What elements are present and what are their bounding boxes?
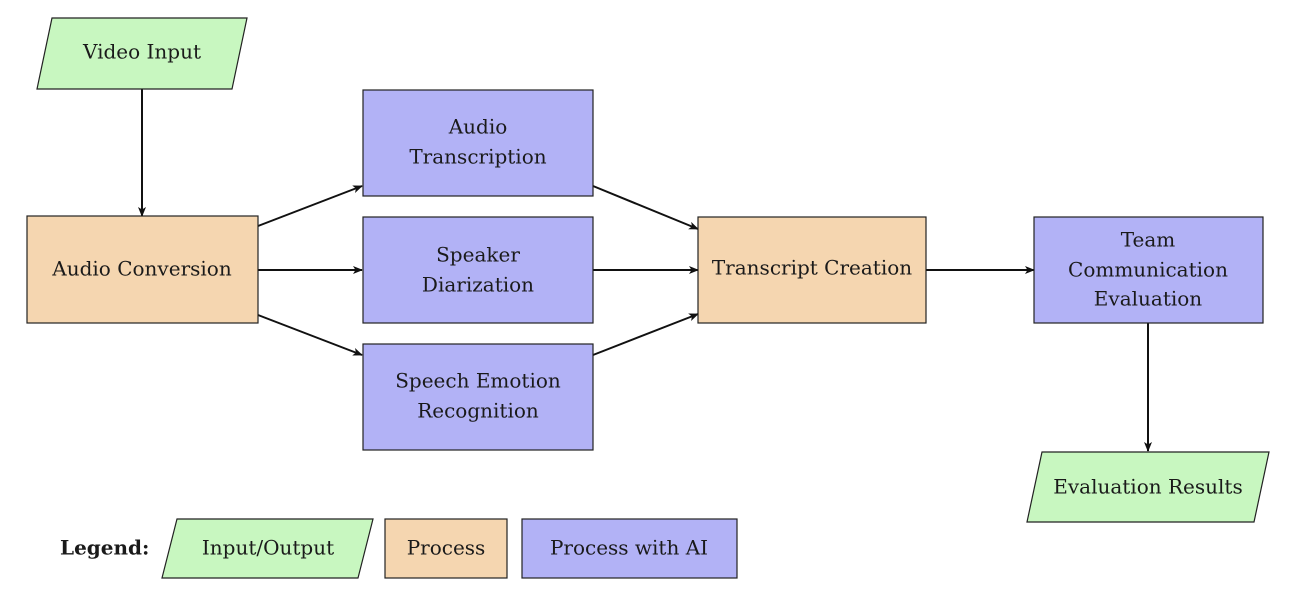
node-audio-transcription: Audio Transcription [362, 89, 594, 197]
speech-emotion-label-line-2: Recognition [417, 399, 539, 423]
legend-item-process-ai: Process with AI [521, 518, 738, 579]
evaluation-results-shape [1026, 451, 1270, 523]
node-speaker-diarization: Speaker Diarization [362, 216, 594, 324]
legend-process-ai-label: Process with AI [550, 536, 708, 560]
edges [138, 89, 1152, 452]
legend-input-output-label: Input/Output [202, 536, 334, 560]
edge-conversion-to-transcription [257, 185, 363, 227]
video-input-shape [36, 17, 248, 90]
team-eval-label-line-3: Evaluation [1094, 287, 1202, 311]
node-audio-conversion: Audio Conversion [26, 215, 259, 324]
legend-process-ai-swatch [521, 518, 738, 579]
legend-process-label: Process [407, 536, 486, 560]
evaluation-results-label: Evaluation Results [1053, 475, 1242, 499]
edge-transcription-to-transcript [592, 185, 699, 230]
speaker-diarization-shape [362, 216, 594, 324]
speaker-diarization-label-line-1: Speaker [436, 243, 520, 267]
edge-conversion-to-emotion [257, 314, 363, 356]
node-team-communication-evaluation: Team Communication Evaluation [1033, 216, 1264, 324]
legend: Legend: Input/Output Process Process wit… [60, 518, 738, 579]
transcript-creation-label: Transcript Creation [712, 256, 912, 280]
team-eval-label-line-2: Communication [1068, 258, 1228, 282]
edge-emotion-to-transcript [592, 313, 699, 356]
speaker-diarization-label-line-2: Diarization [422, 273, 534, 297]
node-transcript-creation: Transcript Creation [697, 216, 927, 324]
team-eval-shape [1033, 216, 1264, 324]
legend-item-process: Process [384, 518, 508, 579]
audio-conversion-label: Audio Conversion [51, 257, 232, 281]
video-input-label: Video Input [82, 40, 201, 64]
audio-conversion-shape [26, 215, 259, 324]
speech-emotion-shape [362, 343, 594, 451]
transcript-creation-shape [697, 216, 927, 324]
audio-transcription-label-line-1: Audio [448, 115, 508, 139]
legend-title: Legend: [60, 536, 149, 560]
legend-process-swatch [384, 518, 508, 579]
speech-emotion-label-line-1: Speech Emotion [395, 369, 561, 393]
node-evaluation-results: Evaluation Results [1026, 451, 1270, 523]
audio-transcription-label-line-2: Transcription [409, 145, 546, 169]
team-eval-label-line-1: Team [1121, 228, 1176, 252]
audio-transcription-shape [362, 89, 594, 197]
node-video-input: Video Input [36, 17, 248, 90]
legend-item-input-output: Input/Output [161, 518, 374, 579]
legend-input-output-swatch [161, 518, 374, 579]
node-speech-emotion-recognition: Speech Emotion Recognition [362, 343, 594, 451]
